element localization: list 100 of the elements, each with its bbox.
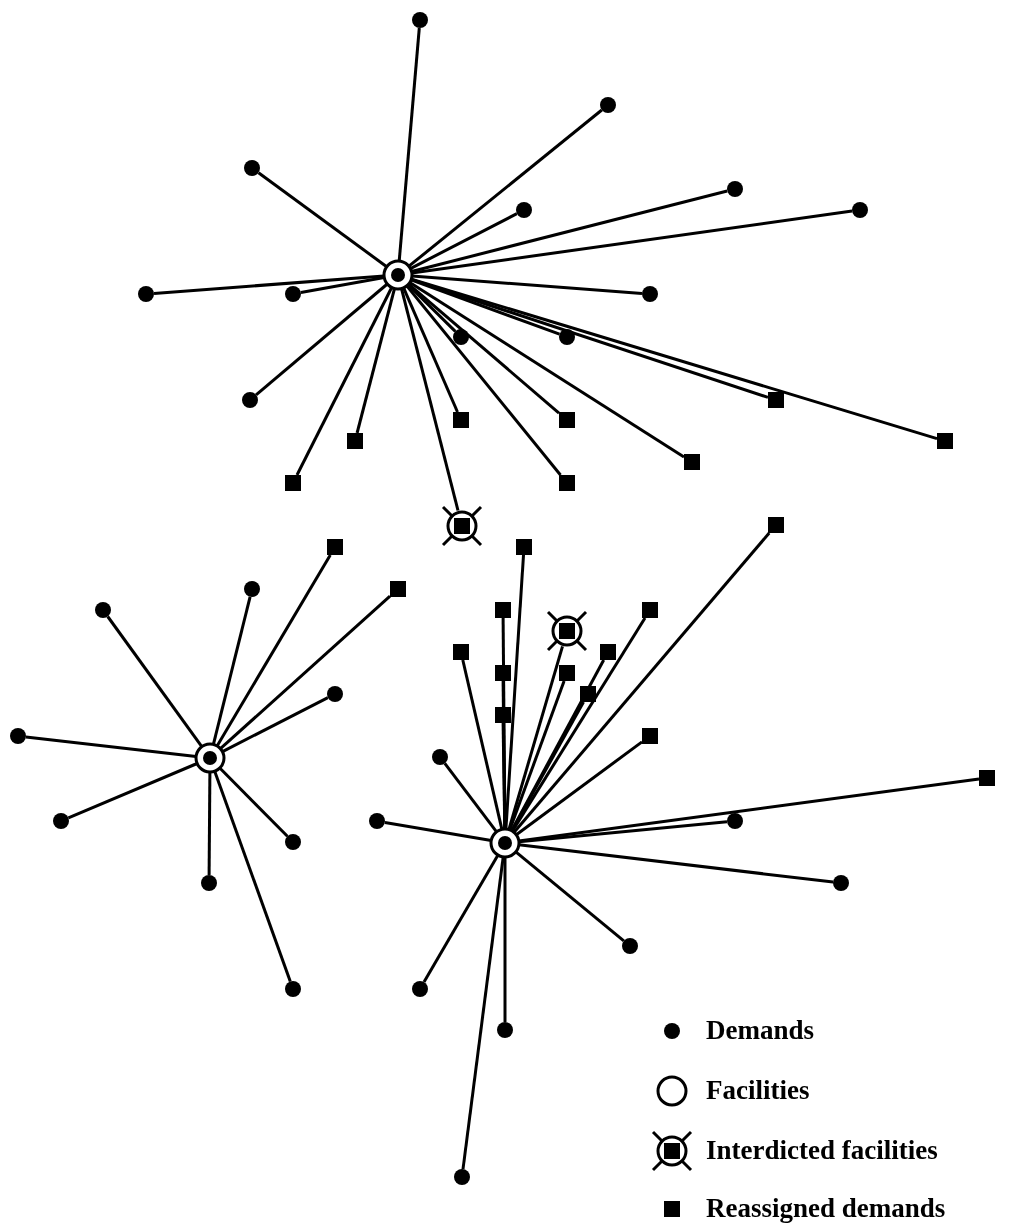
demand-dot (727, 813, 743, 829)
assignment-line (518, 777, 980, 843)
demand-dot (432, 749, 448, 765)
assignment-line (503, 857, 507, 1022)
reassigned-demand-square (684, 454, 700, 470)
assignment-line (257, 171, 388, 268)
reassigned-demand-square (642, 728, 658, 744)
assignment-line (518, 843, 834, 884)
demand-dot (453, 329, 469, 345)
assignment-line (295, 286, 394, 476)
demand-dot (516, 202, 532, 218)
demand-dot (327, 686, 343, 702)
assignment-line (407, 108, 603, 268)
legend-label: Demands (706, 1014, 814, 1046)
reassigned-demand-square (453, 644, 469, 660)
assignment-line (218, 766, 289, 838)
legend-label: Reassigned demands (706, 1192, 946, 1224)
demand-dot (285, 834, 301, 850)
interdicted-facility-marker (441, 505, 483, 547)
assignment-line (400, 288, 460, 511)
assignment-line (219, 595, 391, 750)
assignment-line (215, 554, 332, 747)
assignment-line (508, 680, 566, 831)
assignment-line (213, 770, 292, 982)
demand-dot (454, 1169, 470, 1185)
demand-dot (244, 160, 260, 176)
facility-marker (194, 742, 226, 774)
demand-dot (833, 875, 849, 891)
demand-dot (138, 286, 154, 302)
assignment-line (422, 854, 500, 983)
assignment-line (25, 735, 197, 758)
assignment-line (411, 209, 853, 275)
reassigned-demand-square (495, 602, 511, 618)
assignment-line (407, 282, 560, 415)
interdicted-facility-marker (546, 610, 588, 652)
reassigned-demand-square (768, 517, 784, 533)
reassigned-demand-square (327, 539, 343, 555)
reassigned-demand-square (580, 686, 596, 702)
assignment-line (501, 722, 507, 830)
assignment-line (405, 284, 562, 476)
assignment-line (410, 278, 560, 336)
assignment-line (397, 27, 421, 262)
assignment-line (384, 820, 492, 843)
legend-label: Interdicted facilities (706, 1134, 938, 1166)
assignment-line (518, 820, 728, 844)
demand-dot (10, 728, 26, 744)
demand-dot (369, 813, 385, 829)
assignment-line (300, 276, 385, 295)
reassigned-demand-square (285, 475, 301, 491)
assignment-line (106, 615, 203, 748)
assignment-line (515, 740, 643, 836)
reassigned-demand-square (642, 602, 658, 618)
assignment-line (411, 189, 728, 273)
demand-dot (727, 181, 743, 197)
assignment-line (409, 212, 518, 270)
assignment-line (207, 772, 212, 875)
assignment-line (512, 532, 771, 834)
assignment-line (355, 288, 396, 434)
assignment-line (221, 696, 329, 753)
assignment-line (511, 617, 647, 832)
demand-dot (242, 392, 258, 408)
assignment-line (504, 554, 525, 830)
demand-dot (412, 12, 428, 28)
demand-dot (244, 581, 260, 597)
reassigned-demand-square (937, 433, 953, 449)
demand-dot (53, 813, 69, 829)
demand-dot (412, 981, 428, 997)
assignment-line (461, 659, 504, 830)
assignment-line (67, 762, 198, 820)
reassigned-demand-square (600, 644, 616, 660)
reassigned-demand-square (495, 707, 511, 723)
demand-dot (497, 1022, 513, 1038)
assignment-line (402, 287, 459, 413)
assignment-line (411, 274, 643, 295)
demand-dot (622, 938, 638, 954)
assignment-line (153, 274, 385, 295)
demand-dot (285, 286, 301, 302)
reassigned-demand-square (559, 665, 575, 681)
reassigned-demand-square (390, 581, 406, 597)
reassigned-demand-square (453, 412, 469, 428)
demand-dot (600, 97, 616, 113)
assignment-line (211, 596, 252, 745)
reassigned-demand-square (979, 770, 995, 786)
assignment-line (461, 856, 505, 1170)
demand-dot (852, 202, 868, 218)
demand-dot (642, 286, 658, 302)
demand-dot (201, 875, 217, 891)
assignment-line (514, 850, 625, 943)
legend-label: Facilities (706, 1074, 810, 1106)
demand-dot (95, 602, 111, 618)
reassigned-demand-square (347, 433, 363, 449)
reassigned-demand-square (559, 412, 575, 428)
assignment-line (255, 282, 389, 396)
facility-marker (489, 827, 521, 859)
demand-dot (559, 329, 575, 345)
reassigned-demand-square (516, 539, 532, 555)
reassigned-demand-square (559, 475, 575, 491)
reassigned-demand-square (495, 665, 511, 681)
facility-marker (382, 259, 414, 291)
assignment-line (409, 281, 685, 459)
